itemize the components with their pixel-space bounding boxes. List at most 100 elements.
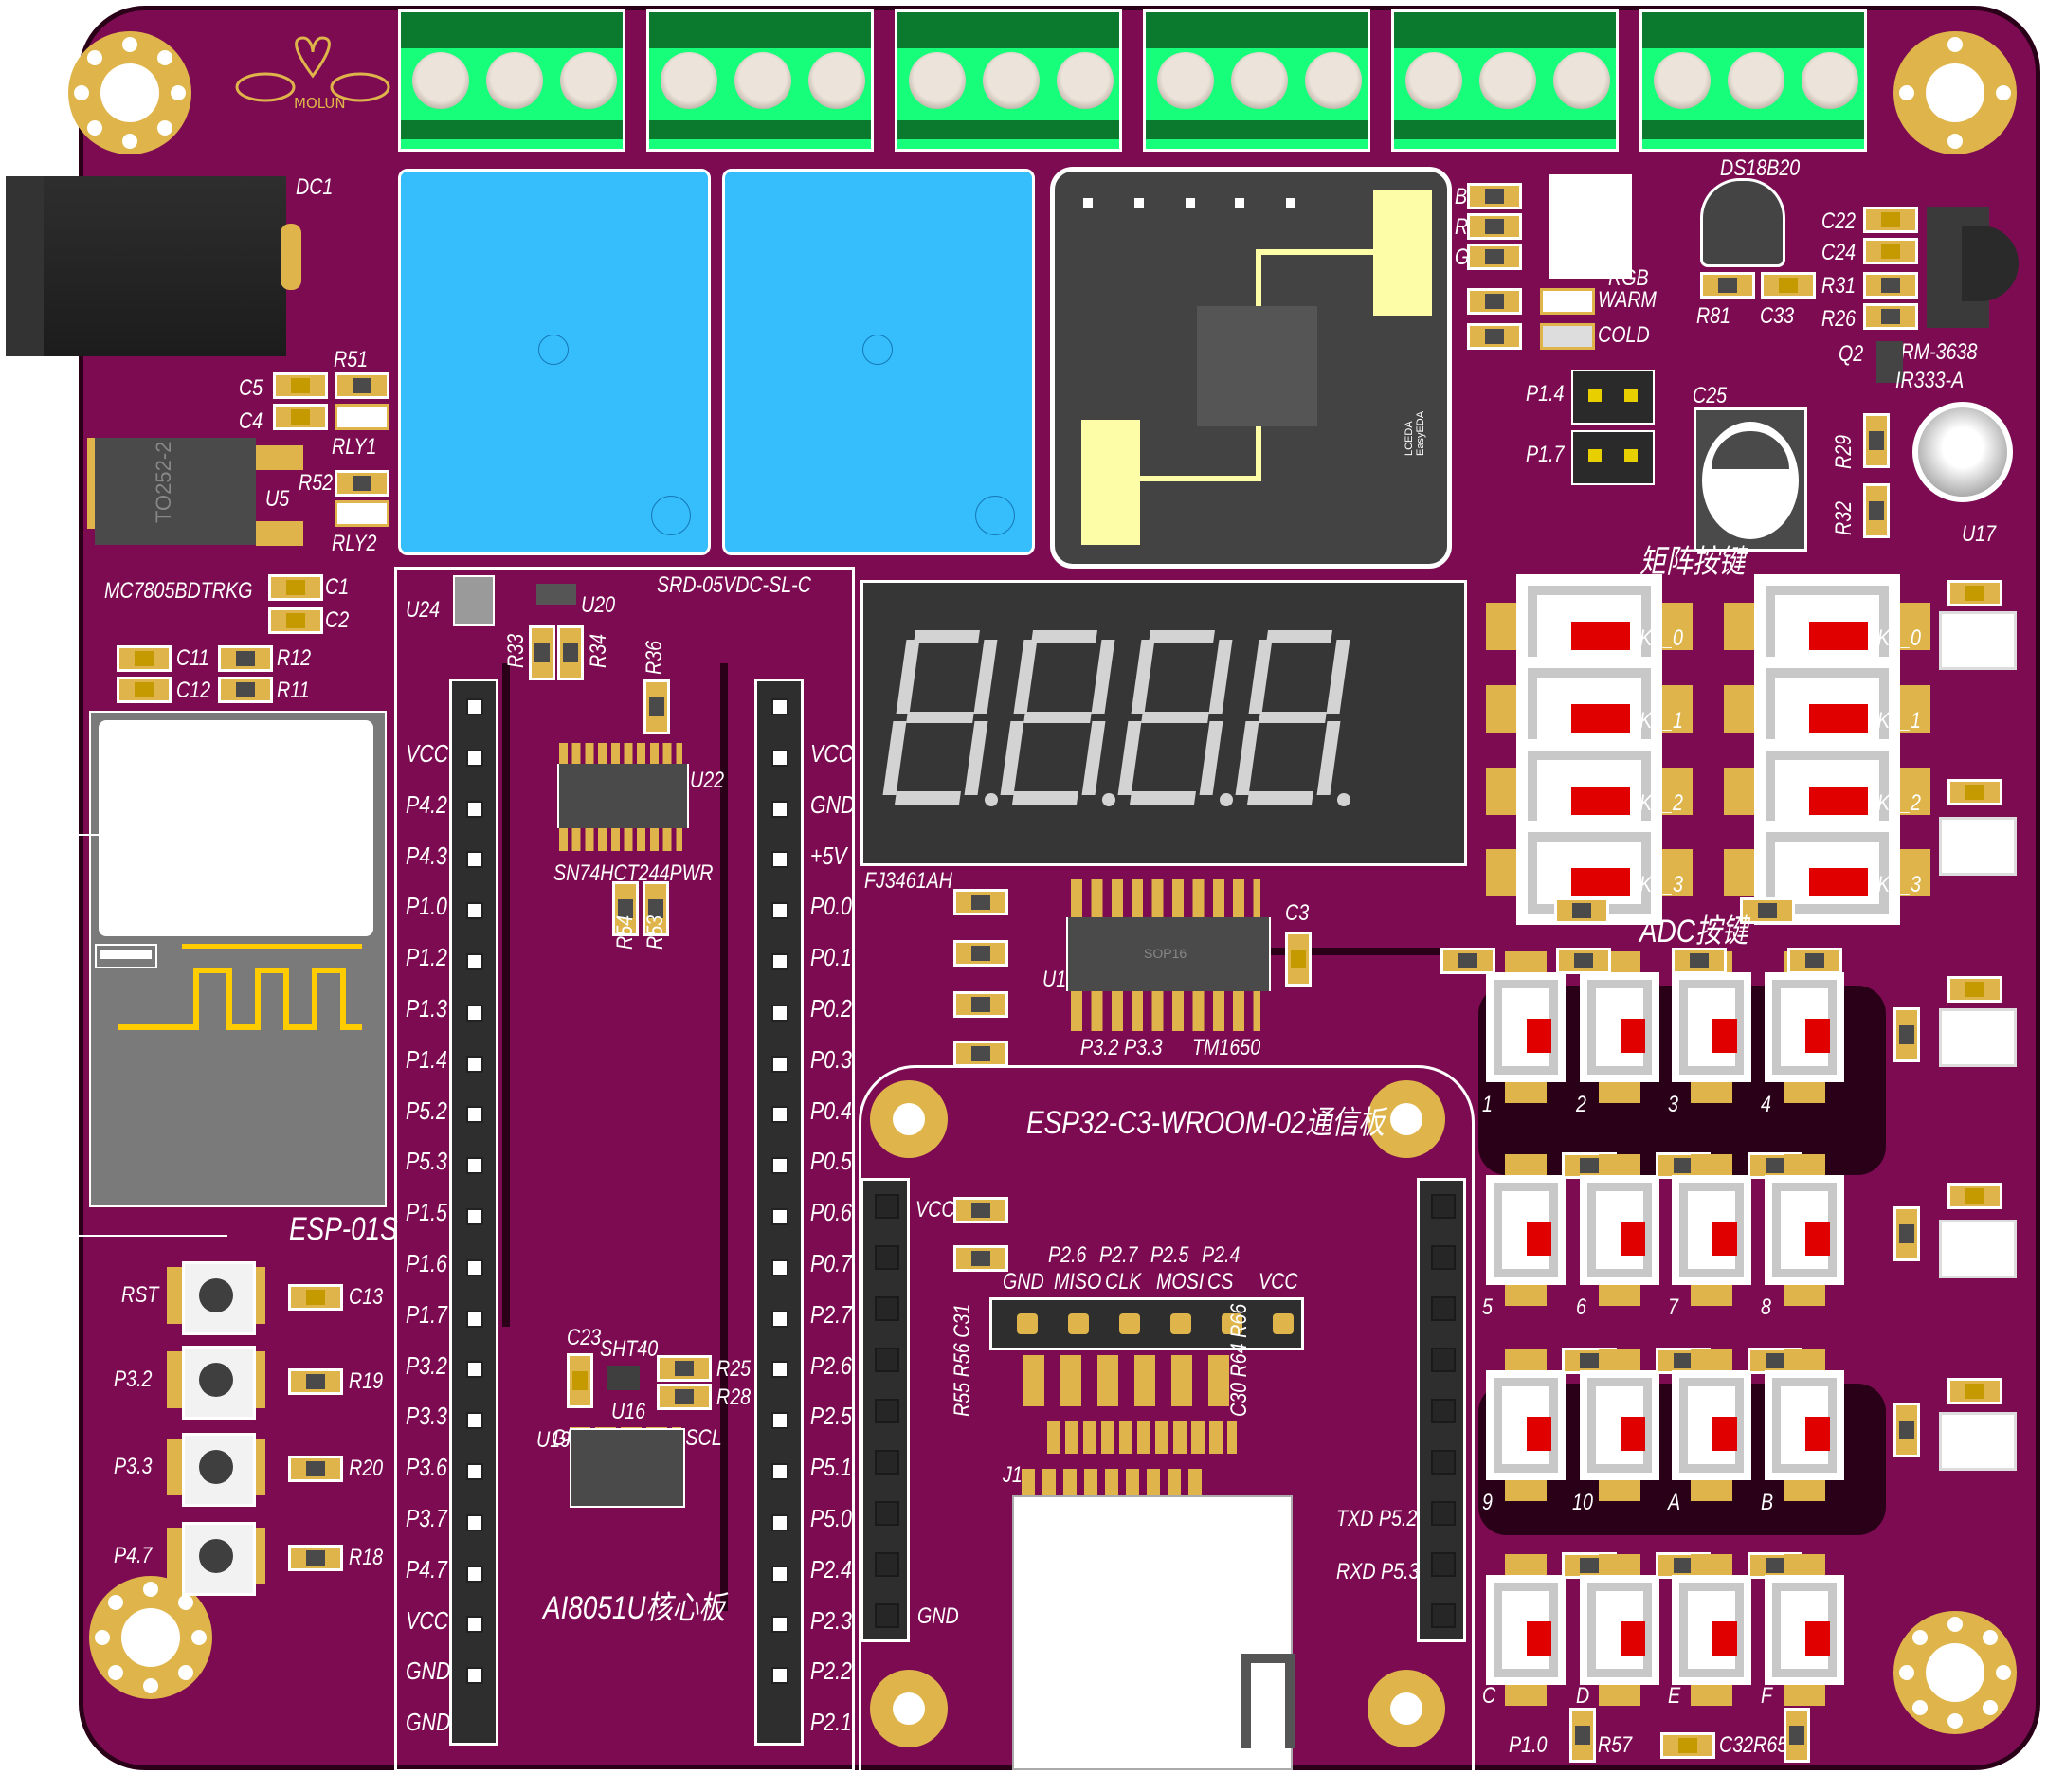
screw-terminal[interactable] bbox=[1802, 52, 1858, 109]
header-pin[interactable] bbox=[466, 1463, 483, 1480]
matrix-key[interactable] bbox=[1724, 657, 1930, 761]
header-pin[interactable] bbox=[771, 1310, 788, 1328]
micro-sd-slot[interactable] bbox=[1012, 1495, 1295, 1770]
header-pin[interactable] bbox=[466, 1310, 483, 1328]
button-cap[interactable] bbox=[199, 1450, 233, 1484]
screw-terminal[interactable] bbox=[1057, 52, 1114, 109]
header-pin[interactable] bbox=[771, 953, 788, 970]
header-pin[interactable] bbox=[875, 1194, 899, 1219]
header-pin[interactable] bbox=[875, 1501, 899, 1526]
header-pin[interactable] bbox=[466, 1412, 483, 1430]
header-pin[interactable] bbox=[771, 1463, 788, 1480]
header-pin[interactable] bbox=[466, 800, 483, 818]
header-pin[interactable] bbox=[771, 1258, 788, 1276]
tact-button[interactable] bbox=[167, 1261, 265, 1335]
screw-terminal[interactable] bbox=[808, 52, 865, 109]
header-pin[interactable] bbox=[771, 1157, 788, 1175]
screw-terminal[interactable] bbox=[1157, 52, 1214, 109]
header-pin[interactable] bbox=[875, 1348, 899, 1372]
header-pin[interactable] bbox=[466, 749, 483, 767]
header-pin[interactable] bbox=[875, 1450, 899, 1475]
header-pin[interactable] bbox=[875, 1552, 899, 1577]
screw-terminal[interactable] bbox=[1305, 52, 1362, 109]
screw-terminal[interactable] bbox=[661, 52, 717, 109]
header-pin[interactable] bbox=[466, 698, 483, 715]
adc-key[interactable] bbox=[1580, 1349, 1659, 1501]
tact-button[interactable] bbox=[167, 1522, 265, 1596]
header-pin[interactable] bbox=[771, 1513, 788, 1531]
screw-terminal[interactable] bbox=[1479, 52, 1536, 109]
header-pin[interactable] bbox=[771, 1667, 788, 1685]
screw-terminal[interactable] bbox=[1553, 52, 1610, 109]
screw-terminal[interactable] bbox=[1728, 52, 1784, 109]
header-pin[interactable] bbox=[1431, 1552, 1456, 1577]
header-pin[interactable] bbox=[771, 1106, 788, 1124]
header-pin[interactable] bbox=[771, 1616, 788, 1634]
header-pin[interactable] bbox=[771, 800, 788, 818]
header-pin[interactable] bbox=[771, 749, 788, 767]
screw-terminal[interactable] bbox=[983, 52, 1040, 109]
header-pin[interactable] bbox=[875, 1245, 899, 1270]
header-pin[interactable] bbox=[771, 902, 788, 920]
header-pin[interactable] bbox=[466, 1565, 483, 1583]
screw-terminal[interactable] bbox=[1405, 52, 1462, 109]
adc-key[interactable] bbox=[1765, 1554, 1844, 1706]
header-pin[interactable] bbox=[466, 902, 483, 920]
header-pin[interactable] bbox=[771, 1412, 788, 1430]
screw-terminal[interactable] bbox=[909, 52, 966, 109]
header-pin[interactable] bbox=[466, 1004, 483, 1022]
header-pin[interactable] bbox=[466, 1258, 483, 1276]
button-cap[interactable] bbox=[199, 1363, 233, 1397]
adc-key[interactable] bbox=[1580, 1554, 1659, 1706]
tact-button[interactable] bbox=[167, 1433, 265, 1507]
screw-terminal[interactable] bbox=[1654, 52, 1711, 109]
header-pin[interactable] bbox=[466, 1667, 483, 1685]
adc-key[interactable] bbox=[1580, 1154, 1659, 1306]
spi-pin[interactable] bbox=[1273, 1313, 1294, 1334]
adc-key[interactable] bbox=[1486, 951, 1566, 1103]
spi-pin[interactable] bbox=[1068, 1313, 1089, 1334]
header-pin[interactable] bbox=[466, 851, 483, 869]
button-cap[interactable] bbox=[199, 1539, 233, 1573]
screw-terminal[interactable] bbox=[560, 52, 617, 109]
header-pin[interactable] bbox=[466, 1361, 483, 1379]
adc-key[interactable] bbox=[1486, 1554, 1566, 1706]
header-pin[interactable] bbox=[466, 953, 483, 970]
header-pin[interactable] bbox=[466, 1106, 483, 1124]
adc-key[interactable] bbox=[1486, 1349, 1566, 1501]
header-pin[interactable] bbox=[466, 1616, 483, 1634]
header-pin[interactable] bbox=[771, 1004, 788, 1022]
adc-key[interactable] bbox=[1672, 951, 1751, 1103]
spi-pin[interactable] bbox=[1222, 1313, 1242, 1334]
header-pin[interactable] bbox=[771, 1565, 788, 1583]
header-pin[interactable] bbox=[1431, 1296, 1456, 1321]
header-pin[interactable] bbox=[466, 1055, 483, 1073]
screw-terminal[interactable] bbox=[734, 52, 791, 109]
header-pin[interactable] bbox=[771, 698, 788, 715]
spi-pin[interactable] bbox=[1170, 1313, 1191, 1334]
header-pin[interactable] bbox=[1431, 1501, 1456, 1526]
header-pin[interactable] bbox=[1431, 1245, 1456, 1270]
header-pin[interactable] bbox=[771, 1208, 788, 1225]
header-pin[interactable] bbox=[875, 1603, 899, 1628]
jumper-p1-4[interactable] bbox=[1571, 370, 1655, 425]
adc-key[interactable] bbox=[1672, 1554, 1751, 1706]
matrix-key[interactable] bbox=[1724, 739, 1930, 843]
adc-key[interactable] bbox=[1765, 951, 1844, 1103]
header-pin[interactable] bbox=[875, 1399, 899, 1423]
jumper-p1-7[interactable] bbox=[1571, 430, 1655, 485]
adc-key[interactable] bbox=[1580, 951, 1659, 1103]
header-pin[interactable] bbox=[466, 1157, 483, 1175]
header-pin[interactable] bbox=[1431, 1450, 1456, 1475]
screw-terminal[interactable] bbox=[412, 52, 469, 109]
header-pin[interactable] bbox=[466, 1513, 483, 1531]
adc-key[interactable] bbox=[1765, 1349, 1844, 1501]
tact-button[interactable] bbox=[167, 1346, 265, 1420]
header-pin[interactable] bbox=[466, 1208, 483, 1225]
header-pin[interactable] bbox=[771, 851, 788, 869]
spi-pin[interactable] bbox=[1119, 1313, 1140, 1334]
button-cap[interactable] bbox=[199, 1278, 233, 1312]
header-pin[interactable] bbox=[1431, 1194, 1456, 1219]
header-pin[interactable] bbox=[771, 1361, 788, 1379]
adc-key[interactable] bbox=[1672, 1154, 1751, 1306]
